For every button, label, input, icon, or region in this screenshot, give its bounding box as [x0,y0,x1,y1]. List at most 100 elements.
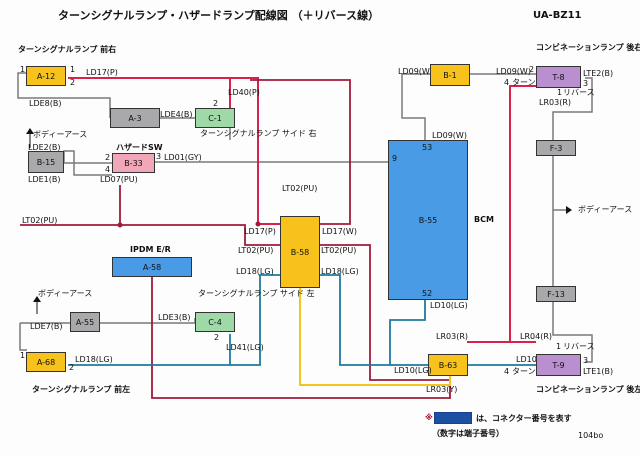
connector-A3[interactable]: A-3 [110,108,160,128]
pin-label: 1 [20,65,26,74]
pin-label: 3 [583,356,589,365]
page-code: 104bo [578,431,604,440]
label-front-right: ターンシグナルランプ 前右 [18,45,117,54]
connector-T8[interactable]: T-8 [536,66,581,88]
pin-label: 1 [556,342,562,351]
label-reverse: リバース [563,88,595,97]
pin-label: 2 [105,153,111,162]
label-body-earth: ボディーアース [33,130,88,139]
wire-label: LD40(P) [228,88,260,97]
pin-label: 52 [422,289,433,298]
wire-label: LDE7(B) [30,322,63,331]
yellow-wires [299,260,451,386]
pin-label: 4 [105,165,111,174]
label-turn: ターン [512,78,536,87]
wire-label: LR03(R) [436,332,468,341]
wire-label: LD07(PU) [100,175,138,184]
pin-label: 4 [504,78,510,87]
connector-F13[interactable]: F-13 [536,286,576,302]
label-turn: ターン [512,367,536,376]
wire-label: LR04(R) [520,332,552,341]
wire-label: LR03(R) [539,98,571,107]
label-combi-rear-right: コンビネーションランプ 後右 [536,43,640,52]
pin-label: 9 [392,154,398,163]
label-reverse: リバース [563,342,595,351]
pin-label: 53 [422,143,433,152]
label-front-left: ターンシグナルランプ 前左 [32,385,131,394]
legend-marker: ※ [425,413,433,422]
pin-label: 1 [70,65,76,74]
wire-label: LD17(P) [244,227,276,236]
label-hazard-sw: ハザードSW [116,143,163,152]
pin-label: 4 [504,367,510,376]
wire-label: LD41(LG) [226,343,264,352]
pin-label: 2 [70,78,76,87]
wire-label: LD17(W) [322,227,357,236]
wire-label: LT02(PU) [282,184,318,193]
connector-B63[interactable]: B-63 [428,354,468,376]
wire-label: LDE1(B) [28,175,61,184]
wire-label: LD10(LG) [394,366,432,375]
connector-A68[interactable]: A-68 [26,352,66,372]
wire-label: LDE3(B) [158,313,191,322]
label-body-earth: ボディーアース [38,289,93,298]
connector-A12[interactable]: A-12 [26,66,66,86]
connector-C4[interactable]: C-4 [195,312,235,332]
pin-label: 1 [557,88,563,97]
wire-label: LD10(LG) [430,301,468,310]
wire-label: LTE1(B) [583,367,614,376]
connector-B58[interactable]: B-58 [280,216,320,288]
wire-label: LDE4(B) [160,110,193,119]
pin-label: 3 [156,152,162,161]
label-bcm: BCM [474,215,494,224]
wire-label: LDE2(B) [28,143,61,152]
connector-B33[interactable]: B-33 [112,153,155,173]
wire-label: LD01(GY) [164,153,202,162]
wire-label: LD18(LG) [75,355,113,364]
page-title: ターンシグナルランプ・ハザードランプ配線図 （＋リバース線） [58,9,380,22]
wire-label: LTE2(B) [583,69,614,78]
model-code: UA-BZ11 [533,10,582,21]
connector-F3[interactable]: F-3 [536,140,576,156]
pin-label: 1 [20,351,26,360]
wire-label: LD10(LG) [516,355,554,364]
wire-label: LD09(W) [496,67,531,76]
teal-wires [68,274,536,366]
wire-label: LDE8(B) [29,99,62,108]
pin-label: 2 [529,65,535,74]
wire-label: LT02(PU) [321,246,357,255]
label-side-left: ターンシグナルランプ サイド 左 [198,289,315,298]
connector-C1[interactable]: C-1 [195,108,235,128]
junction-dots [117,221,261,228]
wire-label: LD18(LG) [321,267,359,276]
connector-B1[interactable]: B-1 [430,64,470,86]
legend-swatch [434,412,472,424]
ground-arrow-marks [26,128,572,302]
connector-A58[interactable]: A-58 [112,257,192,277]
connector-T9[interactable]: T-9 [536,354,581,376]
label-ipdm: IPDM E/R [130,245,171,254]
connector-A55[interactable]: A-55 [70,312,100,332]
label-combi-rear-left: コンビネーションランプ 後左 [536,385,640,394]
wire-label: LD17(P) [86,68,118,77]
connector-B55[interactable]: B-55 [388,140,468,300]
wire-label: LD18(LG) [236,267,274,276]
label-side-right: ターンシグナルランプ サイド 右 [200,129,317,138]
pin-label: 2 [69,363,75,372]
pin-label: 3 [583,79,589,88]
red-wires [68,77,536,343]
wire-label: LT02(PU) [238,246,274,255]
pin-label: 2 [213,99,219,108]
ground-wires [17,72,593,363]
label-body-earth: ボディーアース [578,205,633,214]
connector-B15[interactable]: B-15 [28,151,64,173]
legend-subtext: （数字は端子番号） [432,429,504,438]
wire-label: LT02(PU) [22,216,58,225]
wire-label: LD09(W) [432,131,467,140]
wire-label: LD09(W) [398,67,433,76]
legend-text: は、コネクター番号を表す [476,414,572,423]
crimson-wires [20,79,451,399]
pin-label: 2 [214,333,220,342]
